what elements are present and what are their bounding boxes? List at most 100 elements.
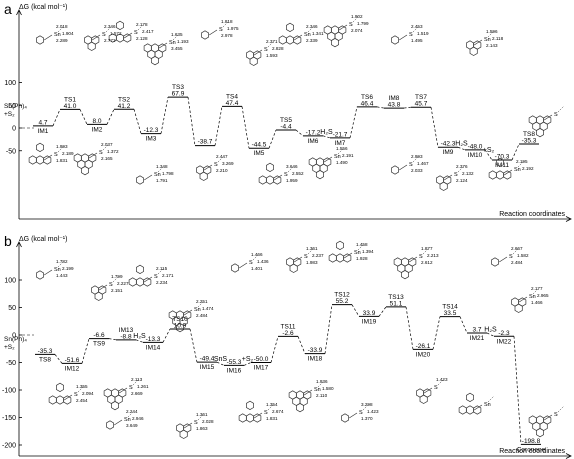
bond-distance-label: 1.959: [286, 178, 298, 183]
panel-label-a: a: [4, 1, 12, 17]
connector-line: [133, 109, 142, 134]
bond-distance-label: 1.436: [257, 259, 269, 264]
bond-line: [399, 164, 408, 171]
bond-distance-label: 1.361: [196, 412, 208, 417]
bond-line: [44, 34, 53, 41]
interaction-line: [105, 25, 113, 33]
benzene-ring: [179, 429, 188, 439]
atom-label: Sn: [124, 417, 131, 423]
benzene-ring: [439, 181, 448, 191]
benzene-ring: [341, 413, 349, 423]
bond-distance-label: 1.467: [417, 161, 429, 166]
interaction-line: [457, 165, 465, 173]
state-label: TS8: [39, 356, 51, 363]
benzene-ring: [56, 382, 64, 393]
state-label: IM6: [308, 138, 319, 145]
bond-line: [239, 262, 248, 269]
bond-distance-label: 2.128: [136, 36, 148, 41]
connector-line: [81, 338, 90, 364]
bond-distance-label: 2.143: [486, 43, 498, 48]
state-label: IM9: [443, 149, 454, 156]
atom-label: S: [349, 22, 353, 28]
bond-line: [294, 256, 303, 263]
bond-distance-label: 2.447: [216, 154, 228, 159]
bond-line: [409, 256, 418, 263]
state-label: IM8: [389, 95, 400, 102]
bond-line: [424, 387, 433, 394]
bond-distance-label: 1.423: [367, 409, 379, 414]
atom-label: S: [249, 260, 253, 266]
benzene-ring: [273, 175, 282, 185]
bond-distance-label: 2.151: [111, 288, 123, 293]
bond-line: [209, 29, 218, 36]
bond-line: [519, 296, 528, 303]
benzene-ring: [286, 35, 294, 45]
state-label: TS2: [118, 96, 130, 103]
bond-line: [324, 156, 333, 163]
y-axis-label-a: ΔG (kcal mol⁻¹): [19, 4, 67, 11]
bond-line: [44, 269, 53, 276]
atom-label: S: [74, 392, 78, 398]
energy-value-label: -13.3: [146, 336, 161, 343]
interaction-line: [222, 20, 230, 28]
state-label: IM1: [38, 128, 49, 135]
energy-value-label: 51.1: [390, 300, 403, 307]
bond-line: [499, 256, 508, 263]
energy-value-label: 55.2: [336, 298, 349, 305]
bond-distance-label: 1.580: [322, 386, 334, 391]
energy-value-label: 10.9: [174, 323, 187, 330]
bond-distance-label: 2.094: [82, 391, 94, 396]
species-annotation: H₂S: [133, 333, 146, 340]
bond-distance-label: 1.443: [56, 273, 68, 278]
atom-label: Sn: [54, 267, 61, 273]
benzene-ring: [249, 56, 258, 66]
benzene-ring: [43, 155, 52, 165]
atom-label: S: [54, 152, 58, 158]
interaction-line: [487, 30, 495, 38]
bond-distance-label: 2.828: [272, 46, 284, 51]
bond-distance-label: 2.946: [132, 416, 144, 421]
interaction-line: [137, 23, 145, 31]
benzene-ring: [528, 115, 537, 125]
bond-distance-label: 1.341: [312, 31, 324, 36]
connector-line: [135, 339, 144, 343]
bond-distance-label: 2.453: [411, 24, 423, 29]
state-label: TS5: [280, 117, 292, 124]
bond-distance-label: 2.018: [56, 24, 68, 29]
benzene-ring: [199, 171, 208, 181]
interaction-line: [307, 25, 315, 33]
bond-distance-label: 2.674: [272, 409, 284, 414]
interaction-line: [532, 287, 540, 295]
bond-distance-label: 1.904: [62, 31, 74, 36]
state-label: TS7: [415, 94, 427, 101]
atom-label: Sn: [514, 167, 521, 173]
species-annotation: +S₂: [483, 147, 495, 154]
connector-line: [513, 336, 522, 445]
state-label: IM19: [362, 318, 377, 325]
bond-distance-label: 1.863: [196, 426, 208, 431]
benzene-ring: [391, 165, 399, 175]
bond-distance-label: 1.401: [251, 266, 263, 271]
bond-distance-label: 1.355: [76, 384, 88, 389]
benzene-ring: [528, 415, 537, 425]
interaction-line: [157, 267, 165, 275]
bond-distance-label: 2.376: [456, 164, 468, 169]
benzene-ring: [88, 153, 97, 163]
atom-label: S: [154, 274, 158, 280]
bond-line: [349, 412, 358, 419]
state-label: IM12: [65, 365, 80, 372]
interaction-line: [77, 385, 85, 393]
